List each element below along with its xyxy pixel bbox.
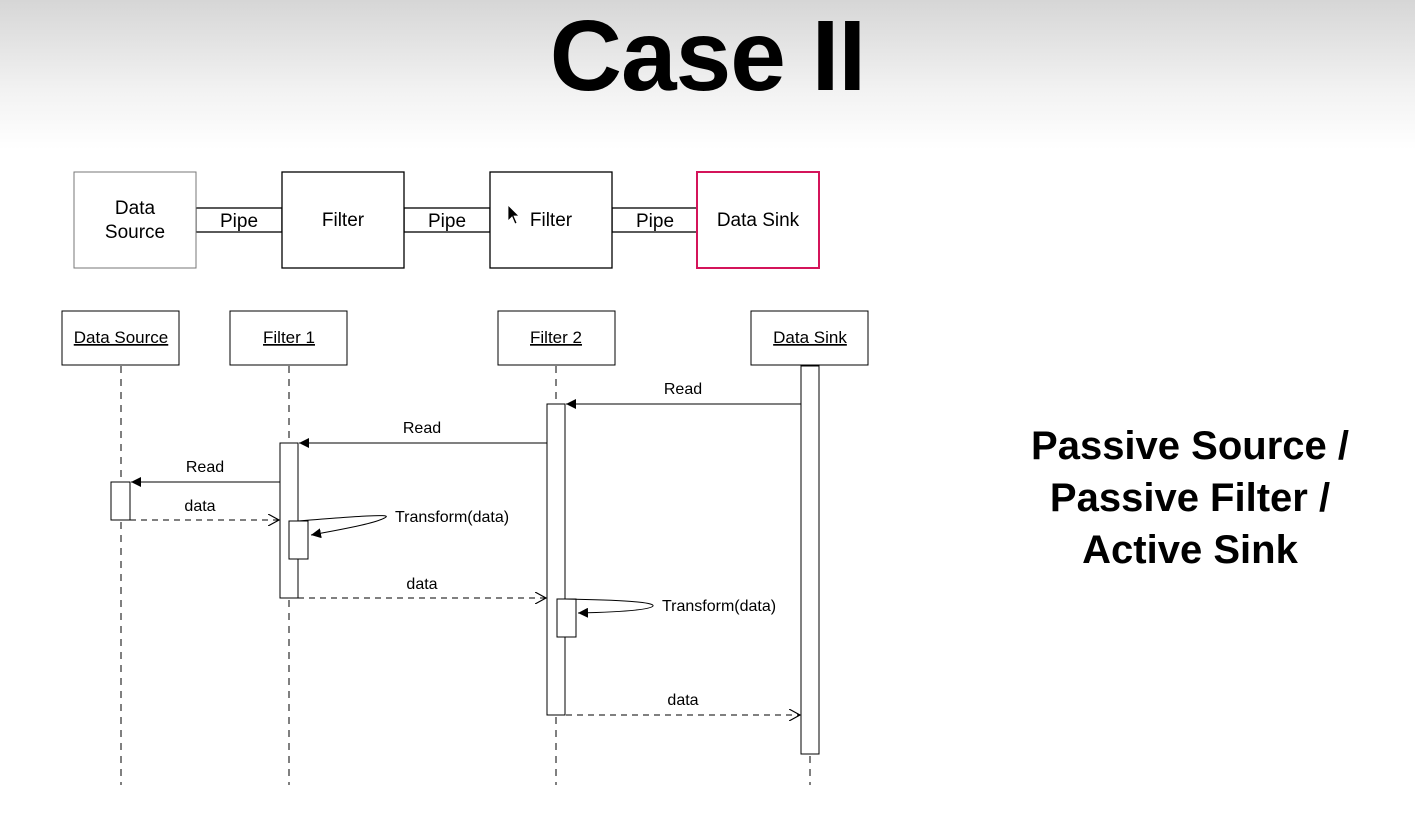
message-filter1-data-label: data xyxy=(406,576,437,593)
pipeline: Pipe Pipe Pipe Data Source Filter Filter… xyxy=(73,171,820,269)
pipe-2 xyxy=(403,207,491,233)
message-filter2-data-label: data xyxy=(667,692,698,709)
pipeline-data-sink-box xyxy=(696,171,820,269)
pipe-1 xyxy=(195,207,283,233)
mouse-cursor-icon xyxy=(507,204,520,225)
side-caption: Passive Source / Passive Filter / Active… xyxy=(990,420,1390,576)
pipe-2-label: Pipe xyxy=(428,211,466,232)
lifeline-head-filter-1-label: Filter 1 xyxy=(263,328,315,347)
pipeline-data-source-label-line1: Data xyxy=(115,198,156,219)
message-filter2-transform-arrow xyxy=(564,598,654,618)
caption-line-3: Active Sink xyxy=(1082,528,1298,572)
message-source-data-label: data xyxy=(184,498,215,515)
pipeline-filter-2-box xyxy=(489,171,613,269)
pipe-1-label: Pipe xyxy=(220,211,258,232)
lifeline-head-filter-2-label: Filter 2 xyxy=(530,328,582,347)
lifeline-head-filter-1 xyxy=(229,310,348,366)
pipeline-data-source-box xyxy=(73,171,197,269)
activation-filter-1-transform xyxy=(288,520,309,560)
message-filter1-read-label: Read xyxy=(186,459,224,476)
caption-line-2: Passive Filter / xyxy=(1049,476,1331,520)
slide-title: Case II xyxy=(549,0,866,112)
pipeline-filter-1-label: Filter xyxy=(322,210,365,231)
message-filter2-read-label: Read xyxy=(403,420,441,437)
activation-data-sink xyxy=(800,365,820,755)
lifeline-head-data-sink xyxy=(750,310,869,366)
lifeline-head-data-sink-label: Data Sink xyxy=(773,328,847,347)
pipeline-filter-2-label: Filter xyxy=(530,210,573,231)
caption-line-1: Passive Source / xyxy=(1031,424,1349,468)
message-filter1-transform-arrow xyxy=(297,515,387,539)
pipeline-data-sink-label: Data Sink xyxy=(717,210,800,231)
pipeline-filter-1-box xyxy=(281,171,405,269)
message-sink-read-label: Read xyxy=(664,381,702,398)
pipe-3 xyxy=(611,207,699,233)
lifeline-head-data-source xyxy=(61,310,180,366)
activation-filter-2 xyxy=(546,403,566,716)
lifeline-head-filter-2 xyxy=(497,310,616,366)
activation-data-source xyxy=(110,481,131,521)
pipe-3-label: Pipe xyxy=(636,211,674,232)
message-filter1-transform-label: Transform(data) xyxy=(395,509,509,526)
lifeline-head-data-source-label: Data Source xyxy=(74,328,169,347)
sequence-diagram: Data Source Filter 1 Filter 2 Data Sink … xyxy=(61,310,869,785)
message-filter2-transform-label: Transform(data) xyxy=(662,598,776,615)
pipeline-data-source-label-line2: Source xyxy=(105,222,165,243)
activation-filter-2-transform xyxy=(556,598,577,638)
